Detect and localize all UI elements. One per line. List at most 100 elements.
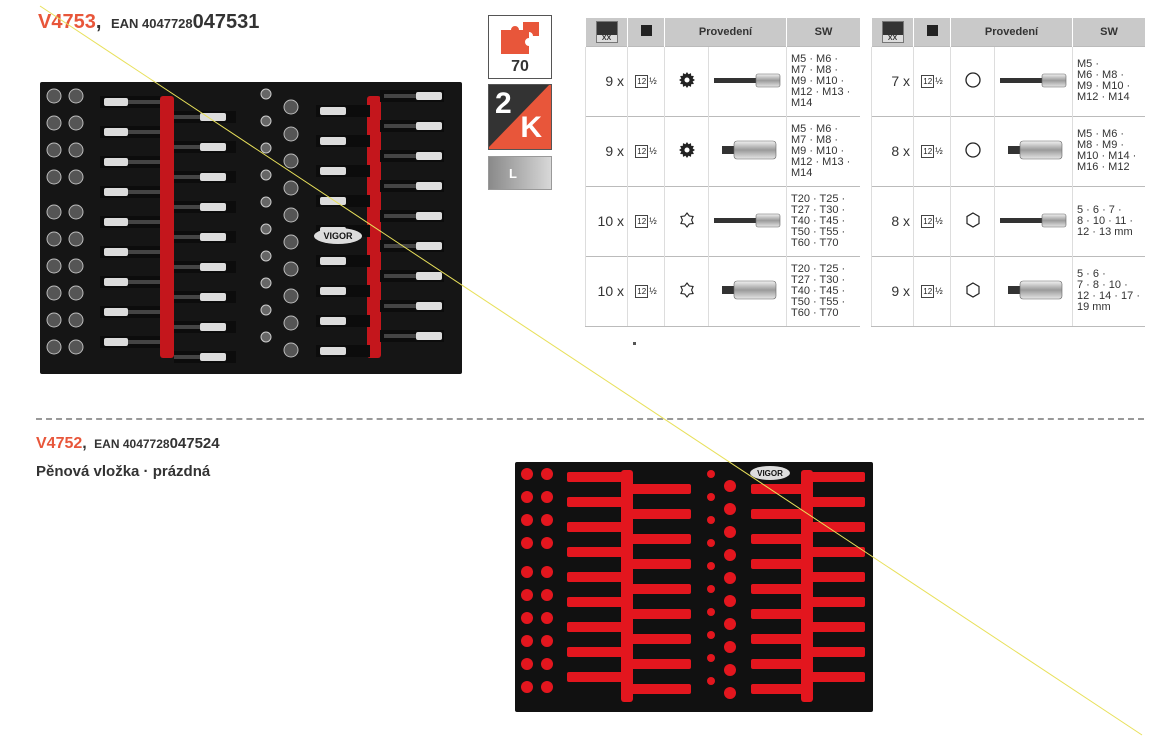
sizes-cell: T20 · T25 ·T27 · T30 ·T40 · T45 ·T50 · T… bbox=[786, 185, 860, 256]
socket-bit-image bbox=[994, 45, 1073, 116]
drive-points: 12 bbox=[921, 144, 935, 158]
ean-label: EAN 4047728 bbox=[110, 16, 193, 31]
tray-brand-logo: VIGOR bbox=[323, 231, 353, 241]
size-line: 8 · 10 · 11 · bbox=[1077, 214, 1134, 227]
header-sw: SW bbox=[1072, 18, 1145, 46]
foam-tray-empty: VIGOR bbox=[515, 462, 873, 712]
size-badge: L bbox=[488, 156, 552, 190]
size-line: T60 · T70 bbox=[791, 236, 839, 249]
quantity-icon: XX bbox=[881, 20, 904, 43]
hex-profile-icon bbox=[950, 255, 995, 327]
header-icon-cell: XX bbox=[585, 18, 628, 46]
quantity: 7 x bbox=[871, 45, 914, 116]
table-header-row: XX Provedení SW bbox=[585, 18, 860, 46]
size-line: T27 · T30 · bbox=[791, 203, 846, 216]
size-line: T50 · T55 · bbox=[791, 225, 846, 238]
product-title-v4752: V4752, EAN 4047728047524 bbox=[36, 435, 220, 452]
quantity: 10 x bbox=[585, 255, 628, 327]
product-title-v4753: V4753, EAN 4047728047531 bbox=[38, 11, 260, 33]
socket-bit-image bbox=[708, 185, 787, 256]
quantity: 10 x bbox=[585, 185, 628, 256]
badge-k: K bbox=[520, 111, 542, 144]
size-line: M16 · M12 bbox=[1077, 161, 1130, 173]
sizes-cell: M5 · M6 ·M7 · M8 ·M9 · M10 ·M12 · M13 ·M… bbox=[786, 45, 860, 116]
size-line: M12 · M13 · bbox=[791, 85, 851, 98]
table-header-row: XX Provedení SW bbox=[871, 18, 1145, 46]
puzzle-icon bbox=[501, 22, 539, 54]
section-divider bbox=[36, 418, 1144, 420]
quantity: 9 x bbox=[585, 115, 628, 186]
size-line: T40 · T45 · bbox=[791, 284, 846, 297]
sizes-cell: M5 · M6 ·M7 · M8 ·M9 · M10 ·M12 · M13 ·M… bbox=[786, 115, 860, 186]
drive-fraction: ½ bbox=[649, 215, 657, 226]
size-line: M7 · M8 · bbox=[791, 133, 839, 146]
ean-number: 047524 bbox=[169, 435, 220, 452]
socket-bit-image bbox=[708, 115, 787, 186]
size-line: T60 · T70 bbox=[791, 306, 839, 319]
sizes-cell: 5 · 6 · 7 ·8 · 10 · 11 ·12 · 13 mm bbox=[1072, 185, 1145, 256]
size-line: T20 · T25 · bbox=[791, 192, 846, 205]
socket-bit-image bbox=[994, 255, 1073, 327]
piece-count-badge: 70 bbox=[488, 15, 552, 79]
product-subtitle: Pěnová vložka · prázdná bbox=[36, 463, 211, 480]
ribe-profile-icon bbox=[950, 115, 995, 186]
size-line: 19 mm bbox=[1077, 301, 1111, 313]
size-line: M9 · M10 · bbox=[791, 144, 845, 157]
drive-points: 12 bbox=[921, 214, 935, 228]
size-label: L bbox=[509, 166, 517, 181]
size-line: M14 bbox=[791, 96, 813, 109]
foam-tray-with-tools: VIGOR bbox=[40, 82, 462, 374]
drive-points: 12 bbox=[635, 214, 649, 228]
drive-points: 12 bbox=[635, 74, 649, 88]
quantity: 8 x bbox=[871, 115, 914, 186]
product-code: V4752 bbox=[36, 435, 83, 452]
drive-points: 12 bbox=[635, 284, 649, 298]
socket-bit-image bbox=[708, 255, 787, 327]
socket-bit-image bbox=[708, 45, 787, 116]
drive-fraction: ½ bbox=[935, 75, 943, 86]
ribe-profile-icon bbox=[950, 45, 995, 116]
drive-fraction: ½ bbox=[649, 285, 657, 296]
drive-points: 12 bbox=[921, 74, 935, 88]
drive-fraction: ½ bbox=[935, 285, 943, 296]
size-line: M14 bbox=[791, 166, 813, 179]
quantity: 9 x bbox=[585, 45, 628, 116]
header-provedeni: Provedení bbox=[664, 18, 787, 46]
spline-profile-icon bbox=[664, 45, 709, 116]
product-code: V4753 bbox=[38, 11, 96, 33]
quantity-icon: XX bbox=[595, 20, 618, 43]
size-line: M7 · M8 · bbox=[791, 63, 839, 76]
size-line: 5 · 6 · 7 · bbox=[1077, 203, 1122, 216]
drive-points: 12 bbox=[921, 284, 935, 298]
tray-brand-logo: VIGOR bbox=[757, 469, 783, 478]
tray-full-illustration: VIGOR bbox=[46, 88, 444, 363]
socket-bit-image bbox=[994, 115, 1073, 186]
sizes-cell: 5 · 6 ·7 · 8 · 10 ·12 · 14 · 17 ·19 mm bbox=[1072, 255, 1145, 327]
badge-two: 2 bbox=[495, 87, 512, 120]
header-drive-cell bbox=[913, 18, 951, 46]
sizes-cell: T20 · T25 ·T27 · T30 ·T40 · T45 ·T50 · T… bbox=[786, 255, 860, 327]
size-line: T50 · T55 · bbox=[791, 295, 846, 308]
size-line: M5 · M6 · bbox=[791, 52, 839, 65]
size-line: M12 · M13 · bbox=[791, 155, 851, 168]
header-sw: SW bbox=[786, 18, 860, 46]
size-line: T20 · T25 · bbox=[791, 262, 846, 275]
quantity: 8 x bbox=[871, 185, 914, 256]
header-icon-cell: XX bbox=[871, 18, 914, 46]
size-line: 12 · 13 mm bbox=[1077, 225, 1133, 238]
